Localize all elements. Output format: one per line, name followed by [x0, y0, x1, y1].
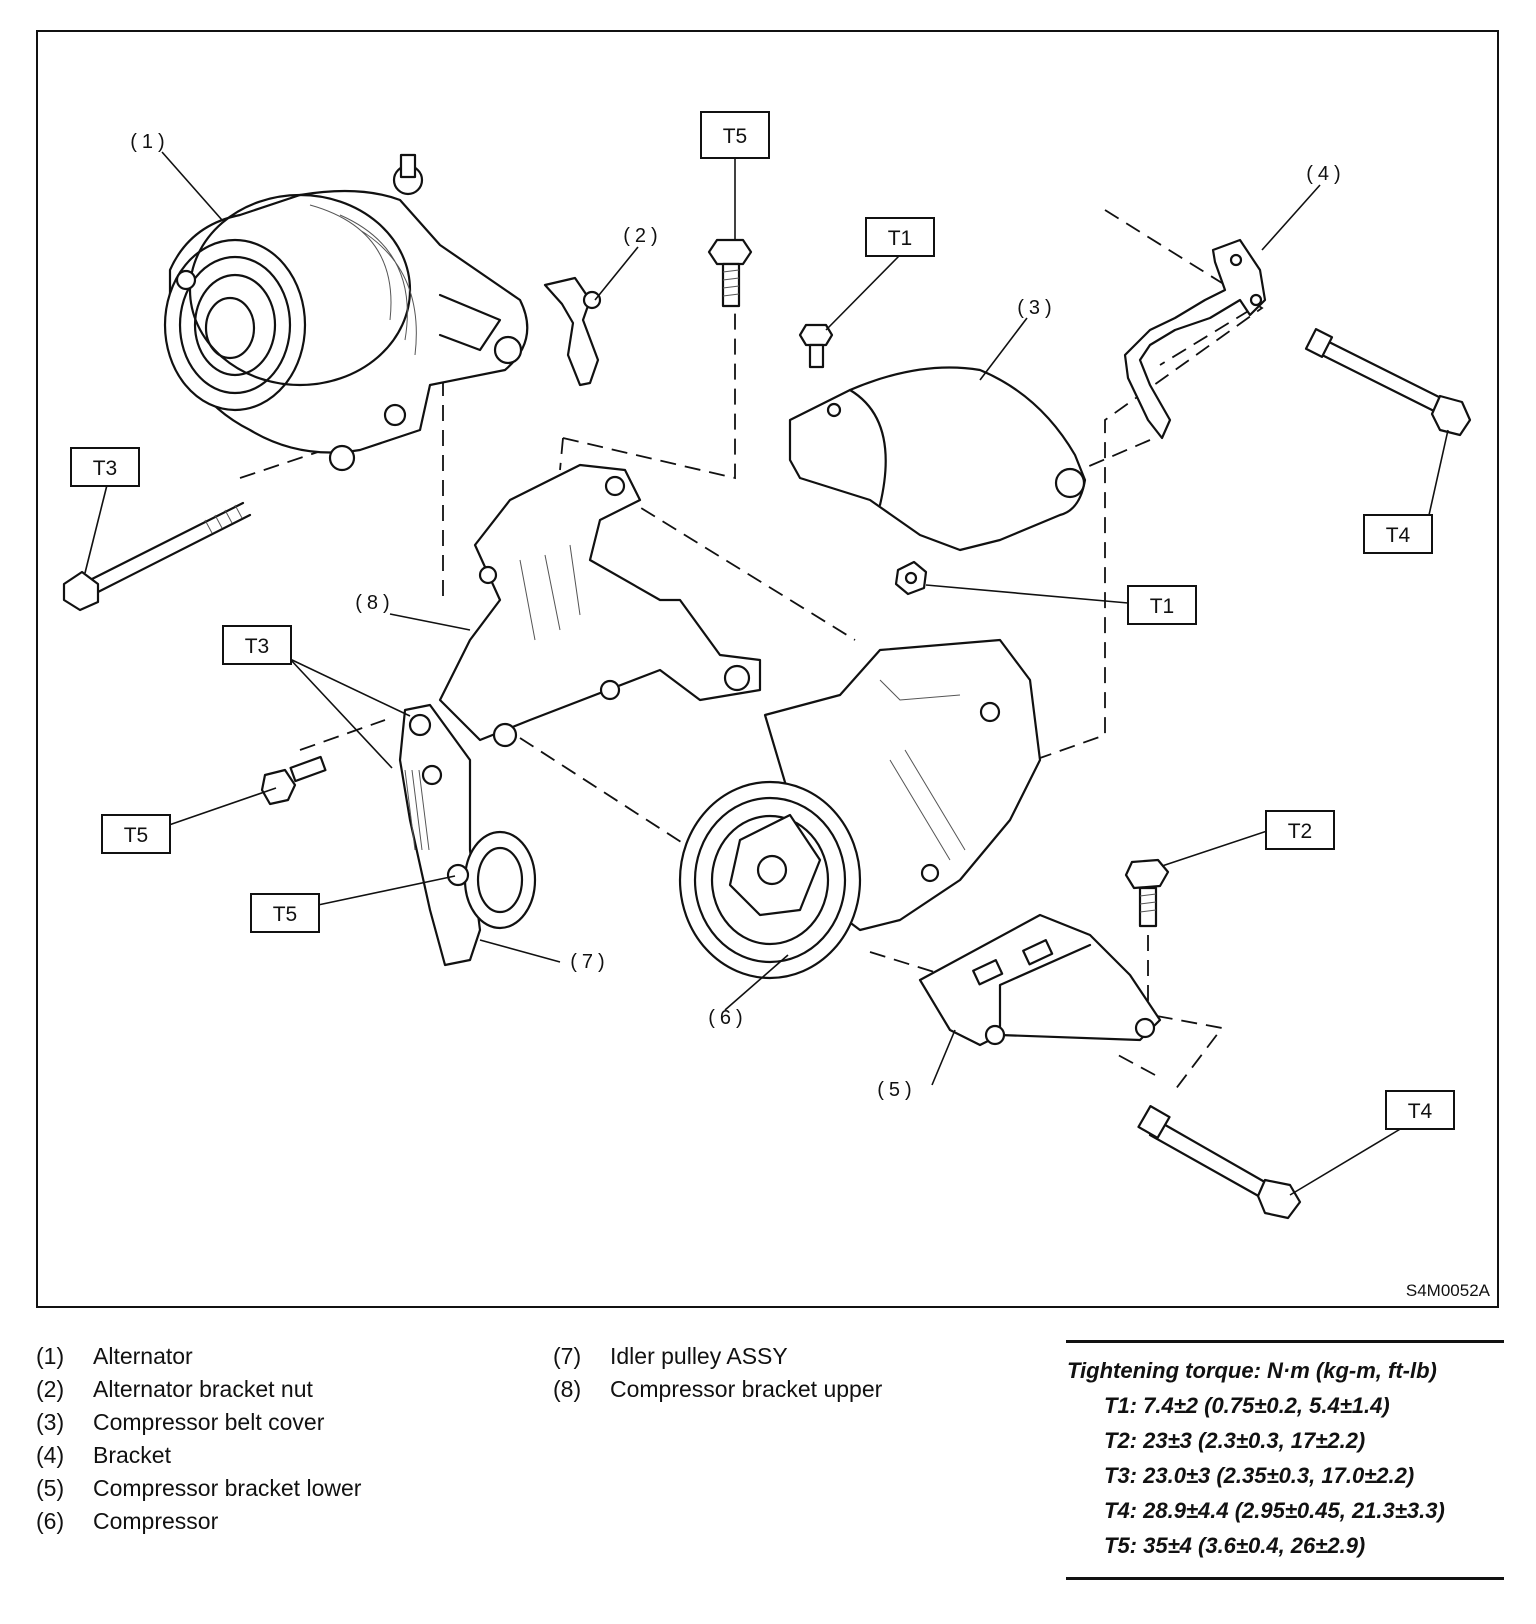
fasteners	[62, 238, 1472, 1220]
callout-2: (2)	[623, 225, 662, 247]
alternator	[163, 153, 529, 472]
callout-6: (6)	[708, 1007, 747, 1029]
svg-text:T1: T1	[888, 227, 913, 250]
bracket	[1123, 238, 1267, 440]
compressor-belt-cover	[788, 366, 1087, 552]
torque-box-t1-top: T1	[865, 217, 935, 257]
diagram-frame	[36, 30, 1499, 1308]
torque-box-t3-left: T3	[70, 447, 140, 487]
t4-long-bolt-bottom	[1137, 1105, 1302, 1220]
t4-long-bolt-top	[1304, 328, 1472, 437]
callout-5: (5)	[877, 1079, 916, 1101]
torque-title: Tightening torque: N·m (kg-m, ft-lb)	[1067, 1358, 1437, 1383]
svg-text:T5: T5	[273, 903, 298, 926]
torque-box-t3-bracket: T3	[222, 625, 292, 665]
callout-labels: (1) (2) (3) (4) (5) (6) (7) (8)	[130, 131, 1345, 1101]
torque-boxes: T5 T1 T3 T4 T1 T3 T5 T2 T5 T4	[70, 111, 1455, 1130]
svg-text:T5: T5	[723, 125, 748, 148]
leader-lines	[84, 151, 1449, 1196]
torque-row: T1: 7.4±2 (0.75±0.2, 5.4±1.4)	[1104, 1393, 1390, 1418]
svg-text:T4: T4	[1386, 524, 1411, 547]
torque-row: T5: 35±4 (3.6±0.4, 26±2.9)	[1104, 1533, 1366, 1558]
callout-3: (3)	[1017, 297, 1056, 319]
t5-bolt-top	[707, 238, 753, 308]
alternator-bracket-nut	[543, 276, 602, 387]
legend-item: (3)Compressor belt cover	[36, 1409, 325, 1435]
callout-8: (8)	[355, 592, 394, 614]
legend-item: (6)Compressor	[36, 1508, 219, 1534]
legend-item: (8)Compressor bracket upper	[553, 1376, 883, 1402]
torque-box-t5-right: T2	[1265, 810, 1335, 850]
t3-long-bolt	[62, 501, 252, 612]
svg-text:T4: T4	[1408, 1100, 1433, 1123]
legend-item: (1)Alternator	[36, 1343, 193, 1369]
t1-nut	[894, 560, 928, 596]
legend-right-column: (7)Idler pulley ASSY (8)Compressor brack…	[553, 1340, 882, 1406]
tightening-torque-table: Tightening torque: N·m (kg-m, ft-lb) T1:…	[1066, 1340, 1504, 1580]
legend-item: (2)Alternator bracket nut	[36, 1376, 313, 1402]
torque-box-t4-right: T4	[1363, 514, 1433, 554]
torque-row: T4: 28.9±4.4 (2.95±0.45, 21.3±3.3)	[1104, 1498, 1445, 1523]
legend-item: (7)Idler pulley ASSY	[553, 1343, 788, 1369]
compressor-bracket-lower	[918, 913, 1162, 1047]
compressor-bracket-upper	[438, 463, 762, 748]
torque-row: T2: 23±3 (2.3±0.3, 17±2.2)	[1104, 1428, 1366, 1453]
torque-row: T3: 23.0±3 (2.35±0.3, 17.0±2.2)	[1104, 1463, 1415, 1488]
torque-box-t4-bottom: T4	[1385, 1090, 1455, 1130]
torque-box-t2: T5	[250, 893, 320, 933]
torque-box-t1-nut: T1	[1127, 585, 1197, 625]
compressor	[678, 638, 1042, 980]
torque-box-t5-left: T5	[101, 814, 171, 854]
torque-box-t5-top: T5	[700, 111, 770, 159]
callout-4: (4)	[1306, 163, 1345, 185]
svg-text:T3: T3	[245, 635, 270, 658]
callout-7: (7)	[570, 951, 609, 973]
svg-text:T3: T3	[93, 457, 118, 480]
figure-id: S4M0052A	[1406, 1281, 1491, 1300]
t5-bolt-right	[1124, 858, 1170, 928]
svg-text:T5: T5	[124, 824, 149, 847]
callout-1: (1)	[130, 131, 169, 153]
idler-pulley-assy	[398, 703, 537, 967]
legend-left-column: (1)Alternator (2)Alternator bracket nut …	[36, 1340, 361, 1538]
t5-bolt-left	[260, 755, 327, 806]
legend-item: (5)Compressor bracket lower	[36, 1475, 362, 1501]
legend-item: (4)Bracket	[36, 1442, 171, 1468]
svg-text:T1: T1	[1150, 595, 1175, 618]
t1-bolt	[798, 323, 834, 369]
svg-text:T2: T2	[1288, 820, 1313, 843]
